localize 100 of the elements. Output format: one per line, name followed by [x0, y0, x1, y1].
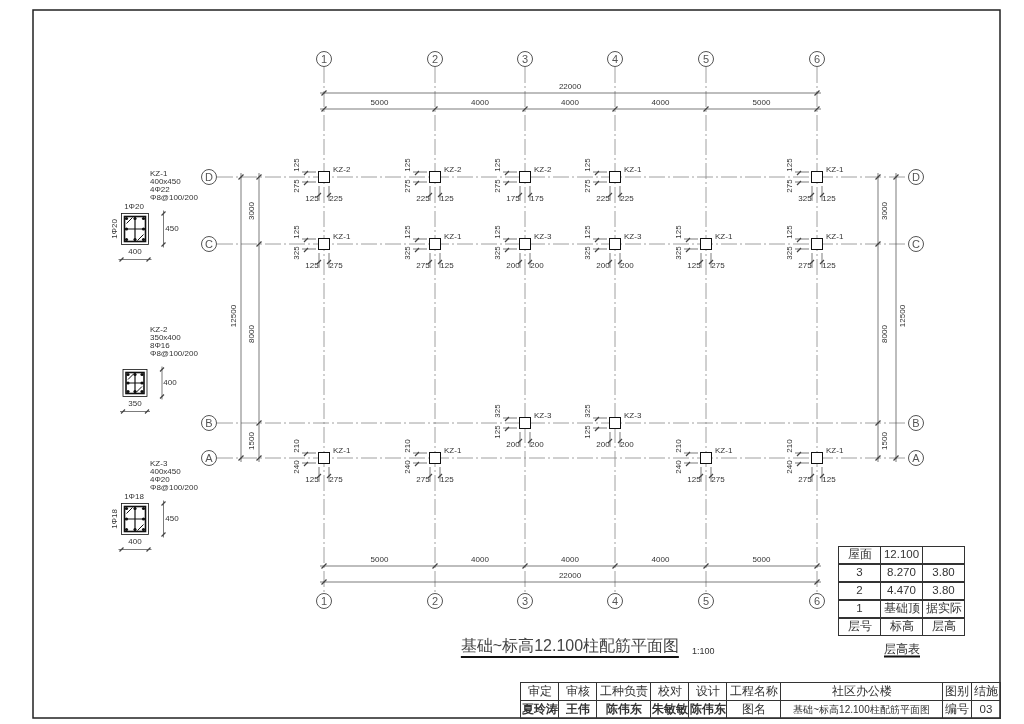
table-cell: 层高: [922, 618, 965, 636]
table-cell: 8.270: [880, 564, 923, 582]
dimension-text: 3000: [881, 201, 889, 220]
scale-text: 1:100: [692, 646, 715, 656]
column-label: KZ-1: [333, 447, 351, 455]
grid-axis-bubble: D: [908, 169, 924, 185]
dimension-text: 175: [506, 195, 520, 203]
section-note: 350x400: [150, 334, 181, 342]
title-block-cell: 03: [971, 700, 1001, 719]
section-note: Φ8@100/200: [150, 350, 198, 358]
dimension-text: 200: [530, 441, 544, 449]
dimension-text: 125: [786, 225, 794, 239]
column-label: KZ-2: [333, 166, 351, 174]
grid-axis-bubble: 5: [698, 593, 714, 609]
table-cell: 据实际: [922, 600, 965, 618]
column-label: KZ-3: [534, 412, 552, 420]
dimension-text: 275: [416, 262, 430, 270]
column-label: KZ-1: [826, 166, 844, 174]
title-block-cell: 审定: [520, 682, 559, 701]
dimension-text: 325: [786, 246, 794, 260]
dimension-text: 210: [675, 439, 683, 453]
section-note: Φ8@100/200: [150, 194, 198, 202]
title-block-cell: 图名: [726, 700, 781, 719]
table-cell: 4.470: [880, 582, 923, 600]
column-marker: [811, 171, 823, 183]
dimension-text: 275: [786, 179, 794, 193]
dimension-text: 12500: [230, 304, 238, 328]
dimension-text: 125: [293, 158, 301, 172]
dimension-text: 125: [822, 195, 836, 203]
column-label: KZ-3: [534, 233, 552, 241]
dimension-text: 4000: [471, 556, 489, 564]
column-marker: [429, 238, 441, 250]
rebar-note: 1Φ18: [124, 493, 144, 501]
column-marker: [700, 452, 712, 464]
column-marker: [318, 171, 330, 183]
dimension-text: 125: [584, 425, 592, 439]
grid-axis-bubble: 6: [809, 593, 825, 609]
column-marker: [811, 452, 823, 464]
grid-axis-bubble: 2: [427, 51, 443, 67]
dimension-text: 1500: [881, 431, 889, 450]
section-note: 8Φ16: [150, 342, 170, 350]
table-cell: 标高: [880, 618, 923, 636]
dimension-text: 225: [620, 195, 634, 203]
dimension-text: 325: [675, 246, 683, 260]
dimension-text: 125: [687, 262, 701, 270]
dimension-text: 3000: [248, 201, 256, 220]
dimension-text: 125: [440, 262, 454, 270]
title-block-cell: 王伟: [558, 700, 597, 719]
grid-axis-bubble: 3: [517, 51, 533, 67]
column-label: KZ-2: [534, 166, 552, 174]
dimension-text: 8000: [248, 324, 256, 343]
dimension-text: 240: [293, 460, 301, 474]
column-label: KZ-1: [624, 166, 642, 174]
grid-line: [816, 66, 818, 594]
column-marker: [609, 171, 621, 183]
section-note: 400x450: [150, 178, 181, 186]
grid-axis-bubble: 2: [427, 593, 443, 609]
table-cell: 12.100: [880, 546, 923, 564]
column-label: KZ-1: [826, 447, 844, 455]
dimension-text: 125: [494, 158, 502, 172]
section-note: KZ-3: [150, 460, 168, 468]
dimension-text: 125: [822, 476, 836, 484]
grid-line: [434, 66, 436, 594]
table-cell: 3: [838, 564, 881, 582]
section-note: Φ8@100/200: [150, 484, 198, 492]
dimension-text: 275: [404, 179, 412, 193]
dimension-text: 450: [165, 225, 179, 233]
grid-axis-bubble: B: [908, 415, 924, 431]
dimension-text: 275: [329, 476, 343, 484]
dimension-text: 4000: [651, 556, 670, 564]
column-marker: [318, 238, 330, 250]
rebar-note: 1Φ20: [124, 203, 144, 211]
dimension-text: 275: [798, 262, 812, 270]
grid-axis-bubble: 4: [607, 51, 623, 67]
column-marker: [811, 238, 823, 250]
dimension-text: 125: [584, 225, 592, 239]
dimension-text: 4000: [651, 99, 670, 107]
column-label: KZ-2: [444, 166, 462, 174]
grid-axis-bubble: 6: [809, 51, 825, 67]
dimension-text: 225: [416, 195, 430, 203]
column-label: KZ-1: [715, 447, 733, 455]
column-marker: [609, 238, 621, 250]
column-marker: [318, 452, 330, 464]
title-block-cell: 朱敏敏: [650, 700, 689, 719]
dimension-text: 125: [494, 225, 502, 239]
title-block-cell: 编号: [942, 700, 972, 719]
dimension-text: 4000: [471, 99, 489, 107]
grid-line: [614, 66, 616, 594]
grid-axis-bubble: A: [201, 450, 217, 466]
dimension-text: 175: [530, 195, 544, 203]
dimension-text: 125: [822, 262, 836, 270]
grid-line: [524, 66, 526, 594]
dimension-text: 125: [293, 225, 301, 239]
grid-line: [323, 66, 325, 594]
rebar-note: 1Φ18: [111, 509, 119, 529]
title-block-cell: 工种负责: [596, 682, 651, 701]
dimension-text: 240: [675, 460, 683, 474]
dimension-text: 5000: [752, 556, 771, 564]
table-cell: 3.80: [922, 564, 965, 582]
dimension-text: 400: [128, 538, 142, 546]
